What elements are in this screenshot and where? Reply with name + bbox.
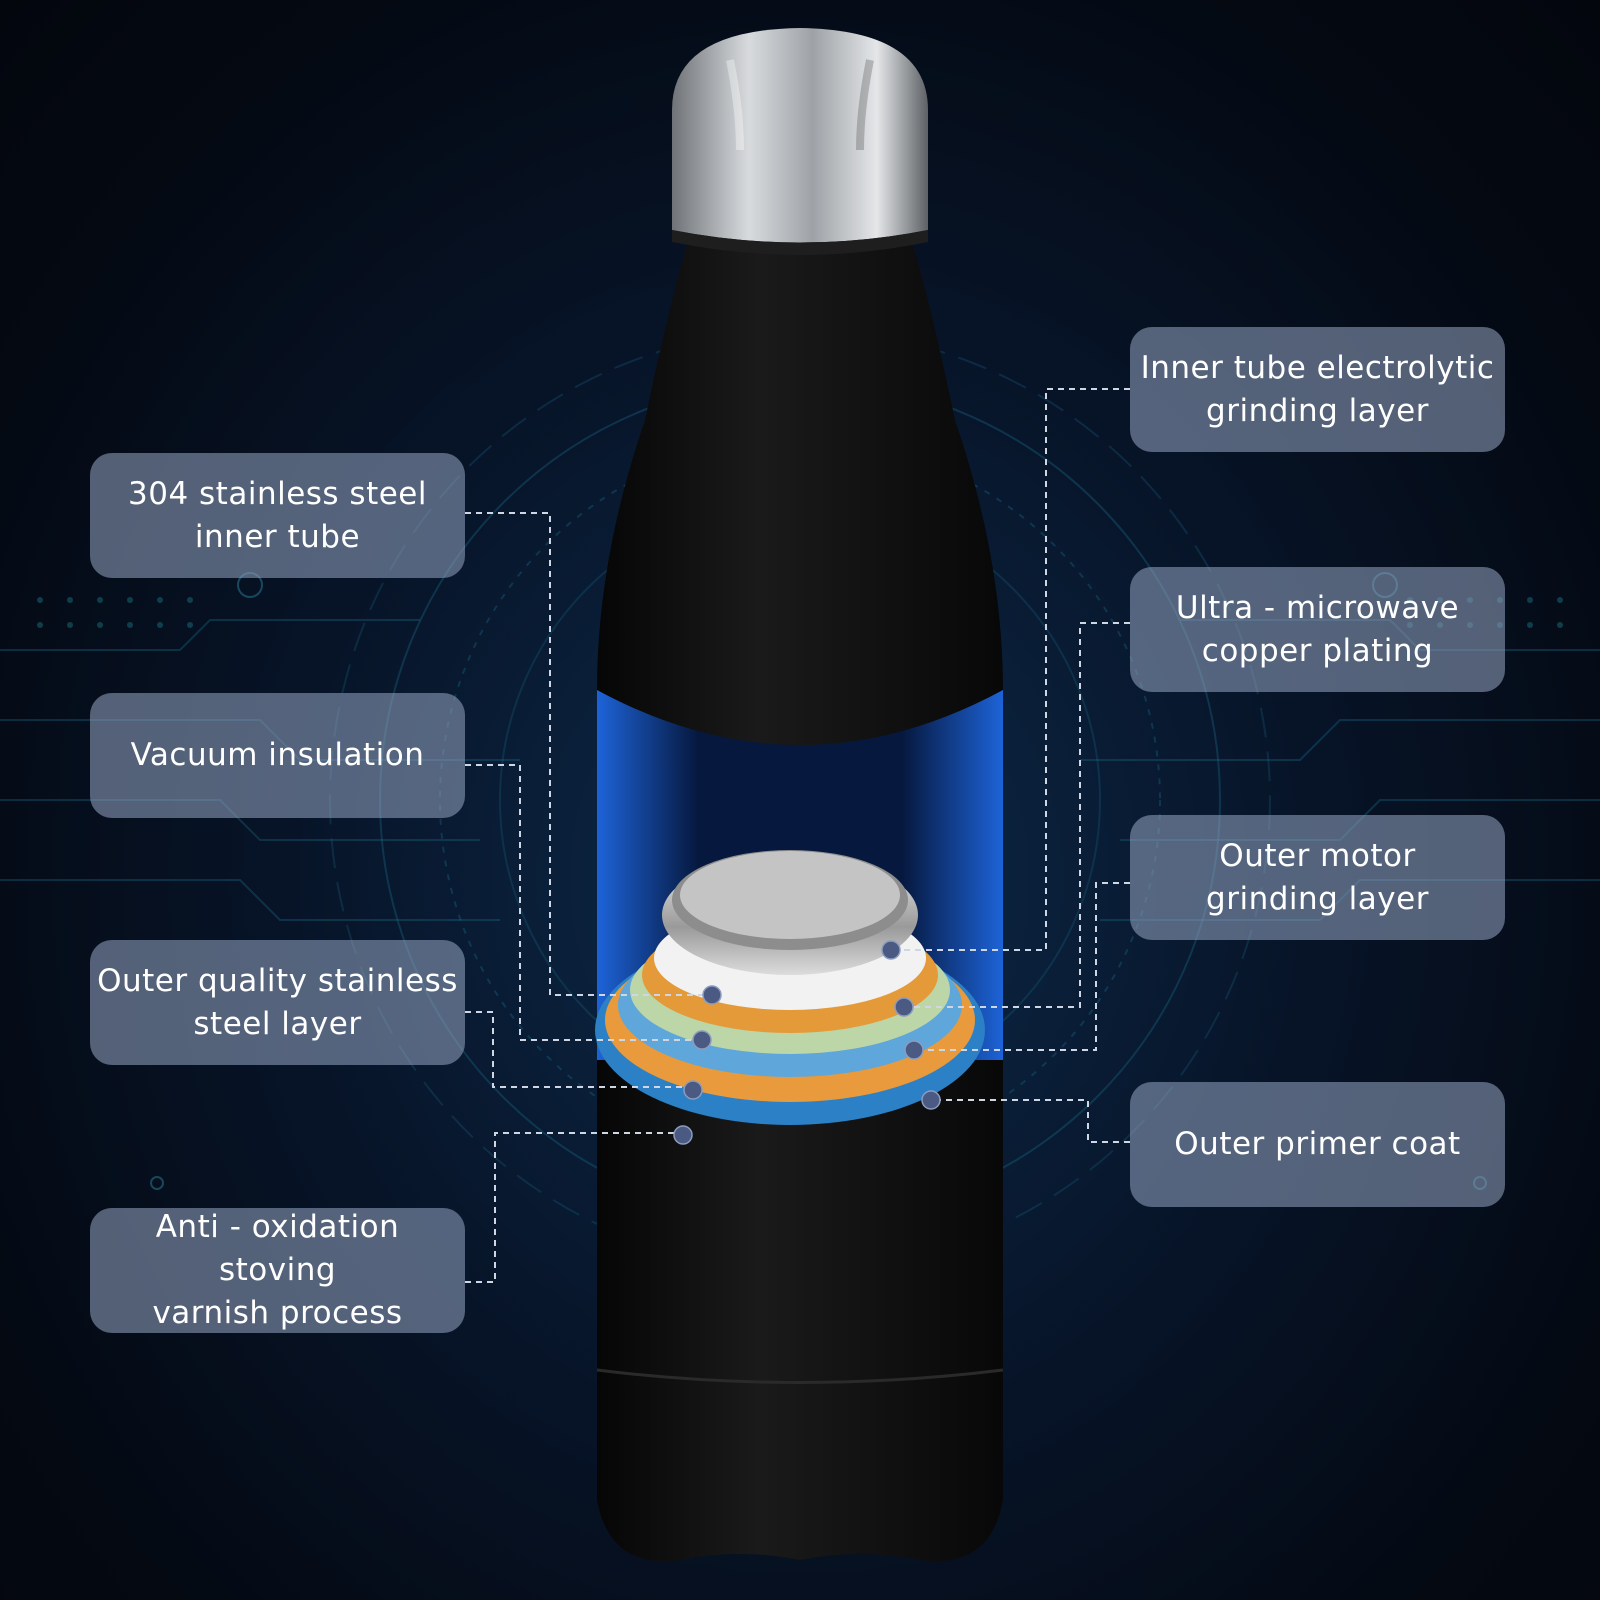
marker-inner-electrolytic [881, 940, 901, 960]
leader-line-304-inner-tube [465, 512, 712, 996]
label-ultra-microwave-copper-plating: Ultra - microwave copper plating [1130, 567, 1505, 692]
label-304-stainless-steel-inner-tube: 304 stainless steel inner tube [90, 453, 465, 578]
label-anti-oxidation-stoving-varnish: Anti - oxidation stoving varnish process [90, 1208, 465, 1333]
marker-copper-plating [894, 997, 914, 1017]
marker-outer-motor [904, 1040, 924, 1060]
leader-line-primer [931, 1099, 1130, 1143]
leader-line-vacuum [465, 764, 702, 1041]
leader-line-inner-electrolytic [891, 388, 1130, 951]
leader-line-outer-motor [914, 882, 1130, 1051]
label-inner-tube-electrolytic-grinding-layer: Inner tube electrolytic grinding layer [1130, 327, 1505, 452]
marker-vacuum [692, 1030, 712, 1050]
label-vacuum-insulation: Vacuum insulation [90, 693, 465, 818]
label-outer-motor-grinding-layer: Outer motor grinding layer [1130, 815, 1505, 940]
label-outer-quality-stainless-steel-layer: Outer quality stainless steel layer [90, 940, 465, 1065]
leader-line-outer-steel [465, 1011, 693, 1088]
marker-anti-oxidation [673, 1125, 693, 1145]
marker-304-inner-tube [702, 985, 722, 1005]
leader-line-anti-oxidation [465, 1132, 683, 1283]
leader-line-copper-plating [904, 622, 1130, 1008]
label-outer-primer-coat: Outer primer coat [1130, 1082, 1505, 1207]
marker-outer-steel [683, 1080, 703, 1100]
marker-primer [921, 1090, 941, 1110]
